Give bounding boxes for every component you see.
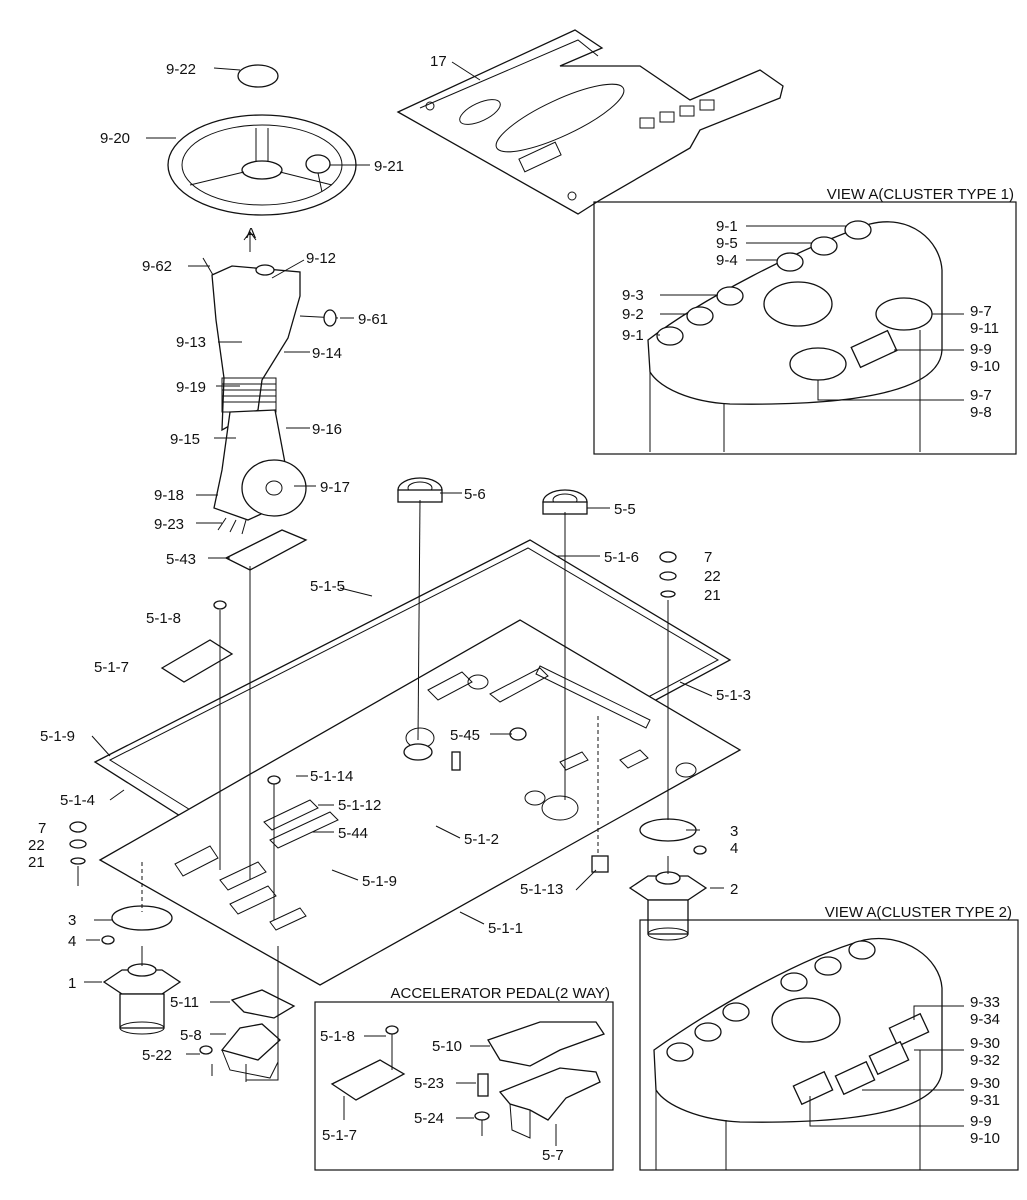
part-label: 5-1-8 xyxy=(146,610,181,627)
part-label: 4 xyxy=(68,933,76,950)
accelerator-pedal-drawing xyxy=(330,1021,605,1146)
part-label: 5-5 xyxy=(614,501,636,518)
part-label: 9-1 xyxy=(622,327,644,344)
part-label: 5-1-7 xyxy=(322,1127,357,1144)
part-label: 5-1-1 xyxy=(488,920,523,937)
plate-5-1-7 xyxy=(160,639,234,683)
part-label: 9-23 xyxy=(154,516,184,533)
view-arrow-label: A xyxy=(246,225,256,242)
part-label: 9-30 xyxy=(970,1035,1000,1052)
part-label: 9-15 xyxy=(170,431,200,448)
part-label: 9-7 xyxy=(970,303,992,320)
part-label: 9-3 xyxy=(622,287,644,304)
part-label: 9-31 xyxy=(970,1092,1000,1109)
steering-wheel xyxy=(167,64,357,216)
part-label: 9-34 xyxy=(970,1011,1000,1028)
cluster-2-drawing xyxy=(653,937,964,1170)
part-label: 9-14 xyxy=(312,345,342,362)
part-label: 5-10 xyxy=(432,1038,462,1055)
steering-column xyxy=(202,231,339,535)
part-label: 7 xyxy=(38,820,46,837)
view-a-cluster-type-2-box xyxy=(639,919,1019,1171)
part-label: 9-21 xyxy=(374,158,404,175)
part-label: 5-11 xyxy=(170,994,199,1011)
part-label: 1 xyxy=(68,975,76,992)
part-label: 5-1-8 xyxy=(320,1028,355,1045)
part-label: 17 xyxy=(430,53,447,70)
mount-1 xyxy=(101,905,182,1035)
part-label: 9-10 xyxy=(970,1130,1000,1147)
accelerator-pedal-box xyxy=(314,1001,614,1171)
part-label: 5-1-9 xyxy=(362,873,397,890)
part-label: 3 xyxy=(730,823,738,840)
part-label: 5-1-14 xyxy=(310,768,353,785)
floor-mat xyxy=(396,29,784,215)
part-label: 9-13 xyxy=(176,334,206,351)
part-label: 7 xyxy=(704,549,712,566)
part-label: 9-7 xyxy=(970,387,992,404)
part-label: 9-9 xyxy=(970,1113,992,1130)
part-label: 9-19 xyxy=(176,379,206,396)
part-label: 22 xyxy=(704,568,721,585)
part-label: 5-1-3 xyxy=(716,687,751,704)
leader-lines xyxy=(77,61,724,1082)
part-label: 9-12 xyxy=(306,250,336,267)
part-label: 5-24 xyxy=(414,1110,444,1127)
part-label: 9-8 xyxy=(970,404,992,421)
rubber-plugs xyxy=(397,477,609,873)
part-label: 9-4 xyxy=(716,252,738,269)
part-label: 22 xyxy=(28,837,45,854)
plate-5-43 xyxy=(224,529,308,571)
part-label: 9-2 xyxy=(622,306,644,323)
part-label: 4 xyxy=(730,840,738,857)
part-label: 9-5 xyxy=(716,235,738,252)
part-label: 5-44 xyxy=(338,825,368,842)
part-label: 21 xyxy=(704,587,721,604)
part-label: 21 xyxy=(28,854,45,871)
part-label: 9-1 xyxy=(716,218,738,235)
part-label: 5-6 xyxy=(464,486,486,503)
part-label: 5-7 xyxy=(542,1147,564,1164)
part-label: 5-1-4 xyxy=(60,792,95,809)
fasteners xyxy=(69,551,677,865)
view-title-cluster-1: VIEW A(CLUSTER TYPE 1) xyxy=(827,186,1014,203)
part-label: 5-22 xyxy=(142,1047,172,1064)
floor-plate-assembly xyxy=(93,539,742,986)
part-label: 5-1-2 xyxy=(464,831,499,848)
part-label: 5-45 xyxy=(450,727,480,744)
part-label: 9-62 xyxy=(142,258,172,275)
part-label: 9-22 xyxy=(166,61,196,78)
part-label: 9-18 xyxy=(154,487,184,504)
cluster-1-drawing xyxy=(647,220,964,452)
part-label: 9-16 xyxy=(312,421,342,438)
part-label: 5-1-6 xyxy=(604,549,639,566)
part-label: 9-10 xyxy=(970,358,1000,375)
part-label: 5-1-12 xyxy=(338,797,381,814)
mount-2 xyxy=(628,818,708,941)
part-label: 9-20 xyxy=(100,130,130,147)
part-label: 9-9 xyxy=(970,341,992,358)
part-label: 9-33 xyxy=(970,994,1000,1011)
part-label: 2 xyxy=(730,881,738,898)
part-label: 9-30 xyxy=(970,1075,1000,1092)
part-labels: 9-22 9-20 9-21 17 9-62 9-12 9-61 9-13 9-… xyxy=(28,53,1000,1164)
part-label: 9-32 xyxy=(970,1052,1000,1069)
view-a-cluster-type-1-box xyxy=(593,201,1017,455)
part-label: 5-1-13 xyxy=(520,881,563,898)
part-label: 5-1-5 xyxy=(310,578,345,595)
view-title-accelerator-pedal: ACCELERATOR PEDAL(2 WAY) xyxy=(391,985,611,1002)
part-label: 9-61 xyxy=(358,311,388,328)
view-title-cluster-2: VIEW A(CLUSTER TYPE 2) xyxy=(825,904,1012,921)
part-label: 9-11 xyxy=(970,320,999,337)
part-label: 5-1-9 xyxy=(40,728,75,745)
part-label: 9-17 xyxy=(320,479,350,496)
part-label: 3 xyxy=(68,912,76,929)
view-titles: VIEW A(CLUSTER TYPE 1) VIEW A(CLUSTER TY… xyxy=(246,186,1014,1002)
part-label: 5-1-7 xyxy=(94,659,129,676)
part-label: 5-23 xyxy=(414,1075,444,1092)
part-label: 5-43 xyxy=(166,551,196,568)
part-label: 5-8 xyxy=(180,1027,202,1044)
